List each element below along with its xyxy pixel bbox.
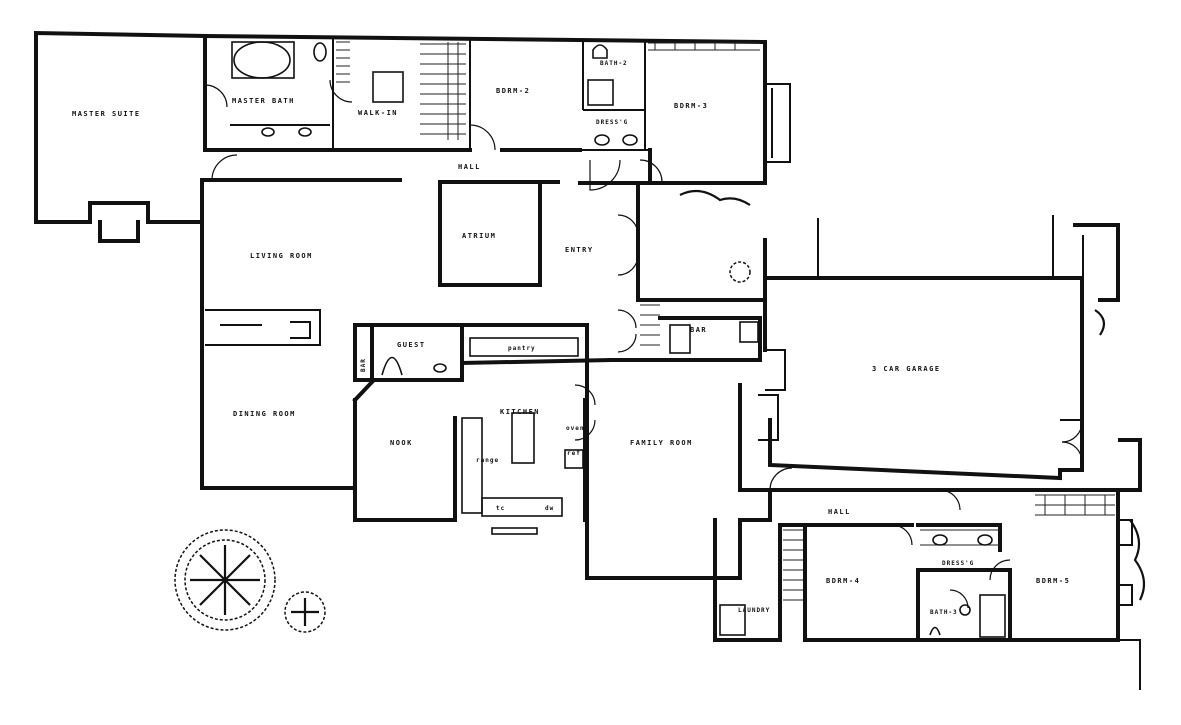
label-oven: oven: [566, 425, 584, 432]
label-hall-lower: HALL: [828, 508, 851, 516]
shrubs: [679, 189, 1146, 601]
label-ref: ref: [567, 450, 581, 457]
label-pantry: pantry: [508, 345, 536, 352]
interior-partitions: [205, 38, 650, 346]
door-swings: [204, 79, 1083, 609]
label-nook: NOOK: [390, 439, 413, 447]
label-hall-upper: HALL: [458, 163, 481, 171]
label-garage: 3 CAR GARAGE: [872, 365, 941, 373]
label-dressg-lower: DRESS'G: [942, 560, 974, 567]
label-master-bath: MASTER BATH: [232, 97, 295, 105]
label-dressg-upper: DRESS'G: [596, 119, 628, 126]
label-master-suite: MASTER SUITE: [72, 110, 141, 118]
label-bath-3: BATH-3: [930, 609, 958, 616]
label-bdrm-3: BDRM-3: [674, 102, 708, 110]
label-bar-left: BAR: [360, 358, 367, 372]
label-dw: dw: [545, 505, 554, 512]
label-kitchen: KITCHEN: [500, 408, 540, 416]
fixtures: [231, 41, 1006, 638]
label-bar-right: BAR: [690, 326, 707, 334]
tree-small: [284, 591, 326, 633]
label-bdrm-5: BDRM-5: [1036, 577, 1070, 585]
label-laundry: LAUNDRY: [738, 607, 770, 614]
label-walk-in: WALK-IN: [358, 109, 398, 117]
label-range: range: [476, 457, 499, 464]
tree-large: [174, 529, 276, 631]
label-atrium: ATRIUM: [462, 232, 496, 240]
closet-hatching: [336, 41, 1115, 601]
label-bath-2: BATH-2: [600, 60, 628, 67]
label-bdrm-2: BDRM-2: [496, 87, 530, 95]
room-labels: MASTER SUITE MASTER BATH WALK-IN BDRM-2 …: [72, 60, 1070, 616]
label-guest: GUEST: [397, 341, 426, 349]
label-tc: tc: [496, 505, 505, 512]
label-bdrm-4: BDRM-4: [826, 577, 860, 585]
label-living-room: LIVING ROOM: [250, 252, 313, 260]
exterior-walls: [34, 30, 1142, 690]
label-family-room: FAMILY ROOM: [630, 439, 693, 447]
label-dining-room: DINING ROOM: [233, 410, 296, 418]
label-entry: ENTRY: [565, 246, 594, 254]
